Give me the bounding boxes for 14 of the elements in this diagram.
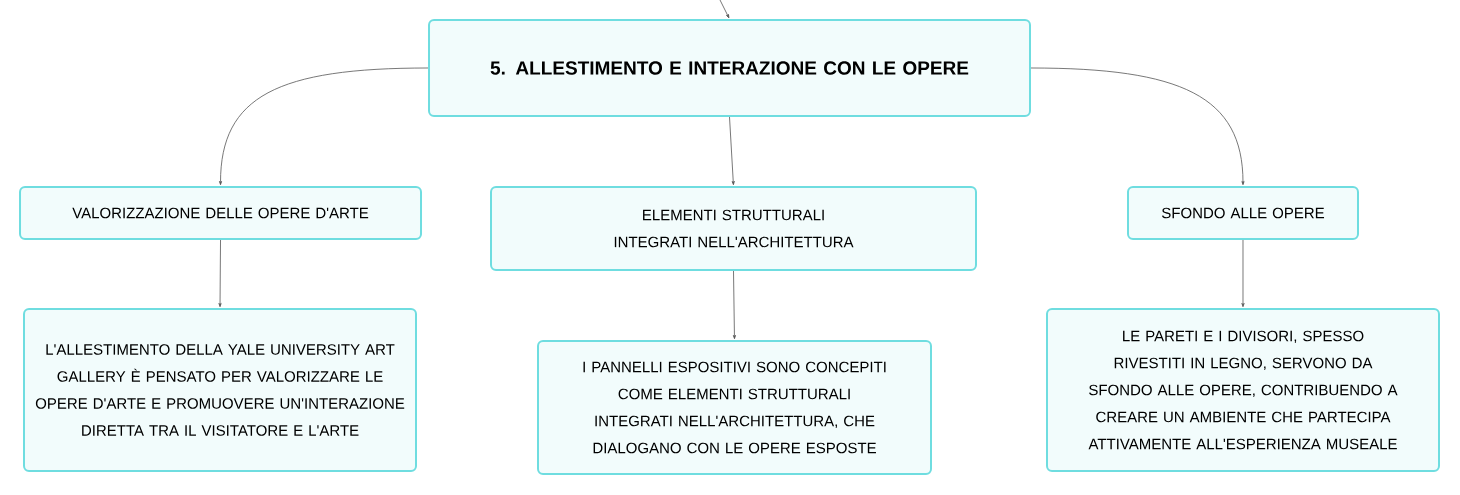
title-box: 5. ALLESTIMENTO E INTERAZIONE CON LE OPERE — [428, 19, 1031, 117]
arrow — [729, 116, 735, 186]
concept-box: I PANNELLI ESPOSITIVI SONO CONCEPITI COME ELEMENTI STRUTTURALI INTEGRATI NELL'ARCHITETTURA, CHE DIALOGANO CON LE OPERE ESPOSTE — [537, 340, 932, 475]
concept-box: ELEMENTI STRUTTURALI INTEGRATI NELL'ARCHITETTURA — [490, 186, 977, 271]
arrow — [219, 67, 429, 186]
concept-box: LE PARETI E I DIVISORI, SPESSO RIVESTITI IN LEGNO, SERVONO DA SFONDO ALLE OPERE, CONTRIBUENDO A CREARE UN AMBIENTE CHE PARTECIPA ATTIVAMENTE ALL'ESPERIENZA MUSEALE — [1046, 308, 1440, 472]
concept-box: L'ALLESTIMENTO DELLA YALE UNIVERSITY ART GALLERY È PENSATO PER VALORIZZARE LE OPERE D'ARTE E PROMUOVERE UN'INTERAZIONE DIRETTA TRA IL VISITATORE E L'ARTE — [23, 308, 417, 472]
arrow — [732, 270, 736, 340]
concept-box: SFONDO ALLE OPERE — [1127, 186, 1359, 240]
arrow — [218, 239, 222, 308]
arrow — [719, 0, 730, 19]
arrow — [1241, 239, 1245, 308]
concept-box: VALORIZZAZIONE DELLE OPERE D'ARTE — [19, 186, 422, 240]
arrow — [1030, 67, 1245, 186]
